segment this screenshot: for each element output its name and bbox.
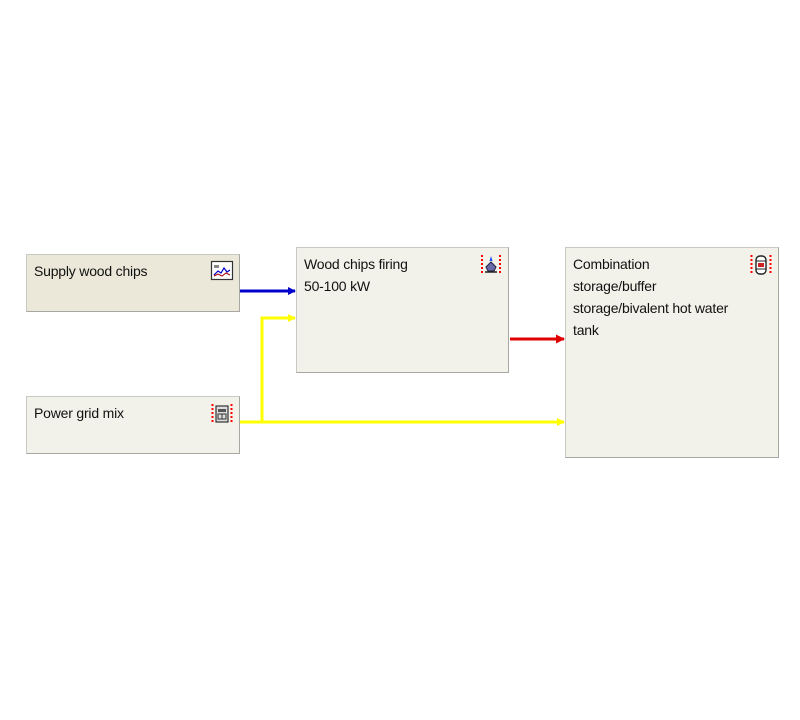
node-label-line: Wood chips firing [304, 256, 408, 272]
node-label-line: 50-100 kW [304, 278, 370, 294]
node-label-line: storage/buffer [573, 278, 657, 294]
node-supply-wood-chips[interactable]: Supply wood chips [26, 254, 240, 312]
node-label-line: Supply wood chips [34, 263, 148, 279]
boiler-icon [481, 255, 501, 275]
node-power-grid-mix[interactable]: Power grid mix [26, 396, 240, 454]
node-label-line: storage/bivalent hot water [573, 300, 729, 316]
node-label: Supply wood chips [34, 260, 231, 282]
node-label: Combination storage/buffer storage/bival… [573, 253, 770, 341]
storage-tank-icon [750, 255, 772, 275]
edge-power-to-firing[interactable] [240, 314, 296, 424]
node-label-line: Power grid mix [34, 405, 124, 421]
node-combination-storage[interactable]: Combination storage/buffer storage/bival… [565, 247, 779, 458]
node-wood-chips-firing[interactable]: Wood chips firing 50-100 kW [296, 247, 509, 373]
supply-process-icon [210, 260, 234, 281]
node-label: Wood chips firing 50-100 kW [304, 253, 500, 297]
node-label-line: Combination [573, 256, 650, 272]
node-label-line: tank [573, 322, 599, 338]
grid-module-icon [211, 404, 233, 424]
node-label: Power grid mix [34, 402, 231, 424]
